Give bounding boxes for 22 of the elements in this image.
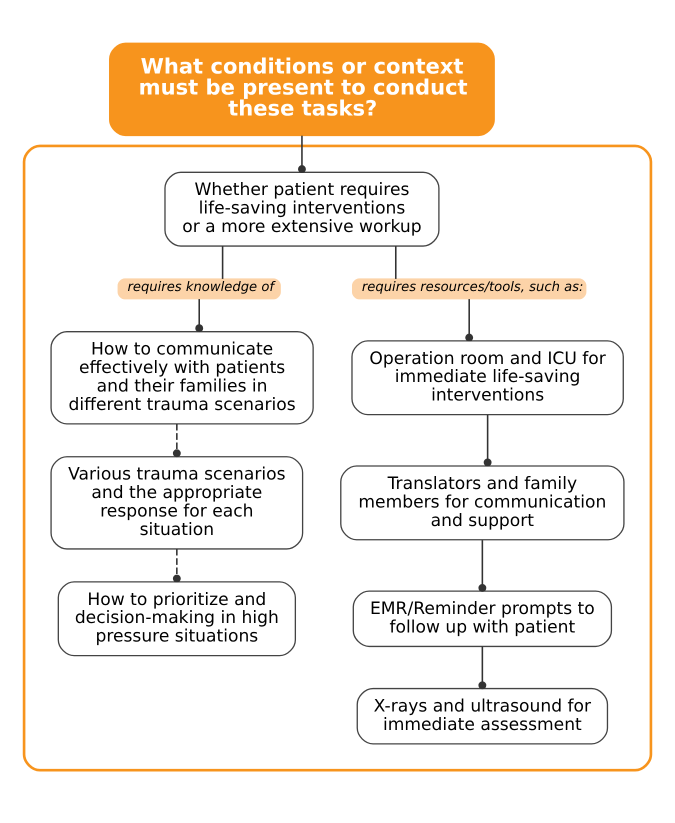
node-box: What conditions or context must be present to conduct these tasks? [109,42,495,136]
node-box: X-rays and ultrasound for immediate assessment [356,687,608,744]
connector [172,548,181,582]
node-box: requires resources/tools, such as: [352,278,586,299]
node-box: Whether patient requires life-saving interventions or a more extensive workup [164,171,440,246]
node-box: Operation room and ICU for immediate life-saving interventions [351,340,624,415]
connector [195,298,204,332]
node-box: How to communicate effectively with patients and their families in different trauma scenarios [50,330,314,424]
node-box: Various trauma scenarios and the appropriate response for each situation [50,456,304,550]
connector [394,246,397,278]
connector [465,298,474,342]
connector [484,414,492,466]
connector [222,246,224,278]
connector [172,423,181,457]
node-box: Translators and family members for communication and support [340,464,625,540]
node-box: How to prioritize and decision-making in high pressure situations [58,580,296,656]
node-box: EMR/Reminder prompts to follow up with patient [352,590,612,647]
cluster [22,144,652,772]
connector [478,540,486,592]
connector [298,135,306,173]
connector [478,646,486,689]
node-box: requires knowledge of [118,278,281,299]
